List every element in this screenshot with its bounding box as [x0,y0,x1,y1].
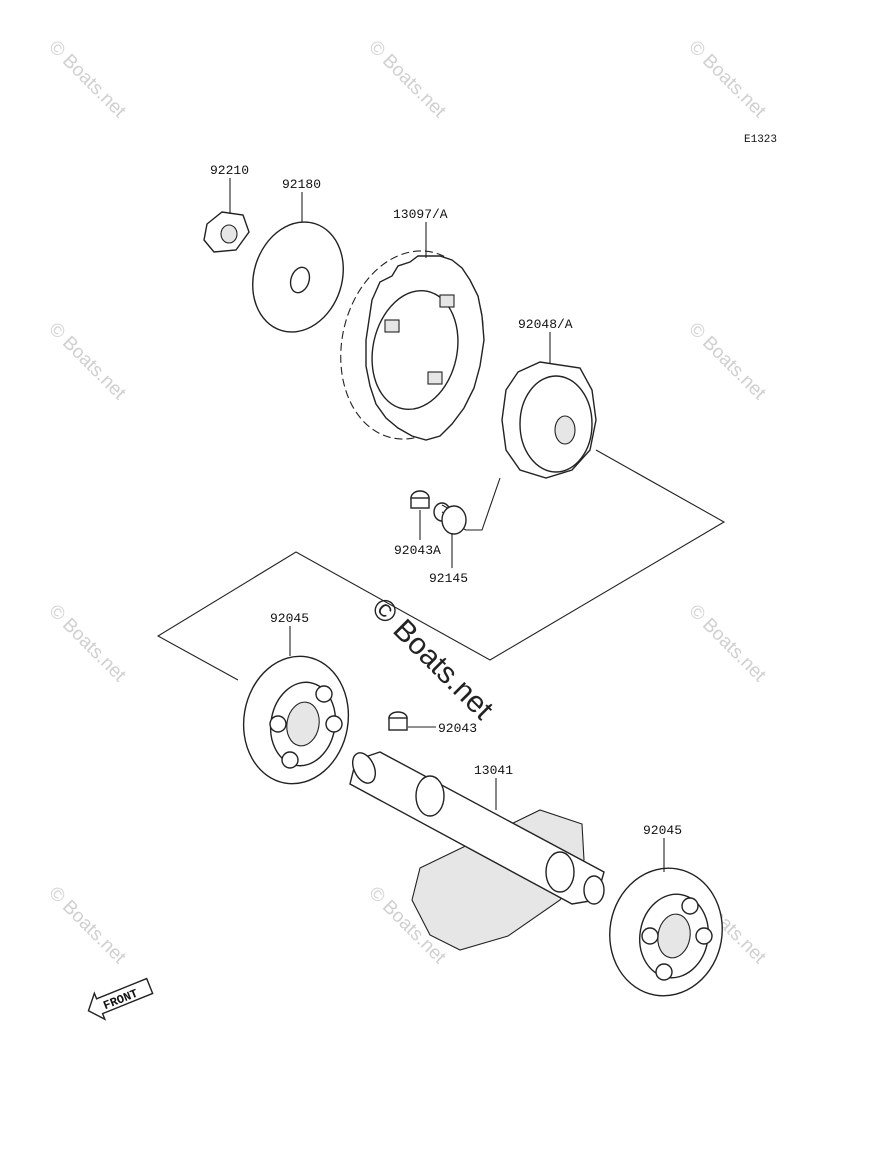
watermark: © Boats.net [684,601,770,687]
label-92043: 92043 [438,721,477,736]
label-13041: 13041 [474,763,513,778]
watermark: © Boats.net [44,37,130,123]
part-92045-bearing-upper [242,626,350,785]
watermark: © Boats.net [44,883,130,969]
diagram-code: E1323 [744,134,777,146]
watermark-large: © Boats.net [365,592,500,727]
watermark: © Boats.net [684,319,770,405]
part-92145-spring [433,477,501,568]
part-92043A-pin [410,490,430,540]
label-92180: 92180 [282,177,321,192]
watermark: © Boats.net [364,37,450,123]
part-13097A-gear [340,222,485,441]
part-92048A-damper [501,332,597,479]
label-13097A: 13097/A [393,207,448,222]
label-92210: 92210 [210,163,249,178]
label-92045-lower: 92045 [643,823,682,838]
part-13041-balancer-shaft [349,751,605,951]
part-92180-washer [252,192,344,333]
label-92145: 92145 [429,571,468,586]
assembly-outline [156,449,726,681]
watermark: © Boats.net [44,601,130,687]
part-92210-nut [203,178,250,253]
watermark: © Boats.net [44,319,130,405]
watermark: © Boats.net [684,37,770,123]
label-92045-upper: 92045 [270,611,309,626]
label-92043A: 92043A [394,543,441,558]
front-arrow-icon: FRONT [87,977,154,1021]
label-92048A: 92048/A [518,317,573,332]
part-92043-pin [388,711,436,731]
part-92045-bearing-lower [609,838,723,997]
